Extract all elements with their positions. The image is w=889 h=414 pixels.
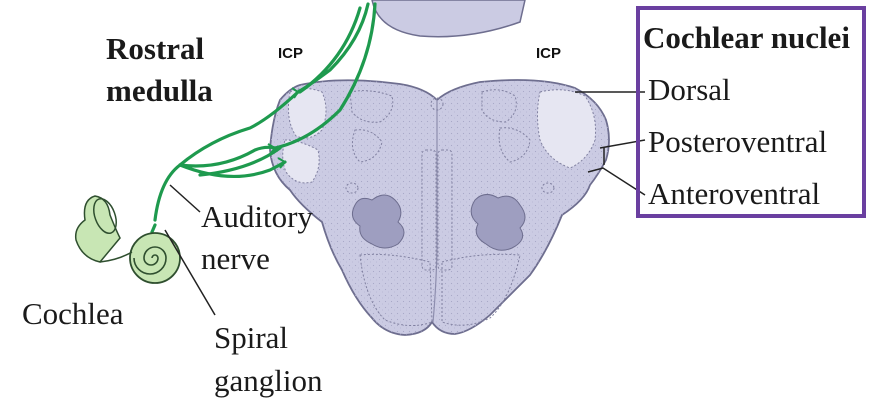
cochlea-label: Cochlea [22,297,124,331]
legend-item-posteroventral: Posteroventral [648,125,827,159]
medulla-cross-section [270,80,609,335]
spiral-ganglion-label-line-2: ganglion [214,364,323,398]
legend-item-dorsal: Dorsal [648,73,731,107]
cochlea-drawing [76,196,180,283]
legend-heading: Cochlear nuclei [643,21,850,55]
auditory-nerve-label-line-2: nerve [201,242,270,276]
auditory-nerve-label-line-1: Auditory [201,200,313,234]
icp-label-right: ICP [536,45,561,62]
title-line-1: Rostral [106,32,204,66]
legend-item-anteroventral: Anteroventral [648,177,820,211]
upper-brainstem-section [372,0,525,37]
spiral-ganglion-label-line-1: Spiral [214,321,288,355]
title-line-2: medulla [106,74,213,108]
icp-label-left: ICP [278,45,303,62]
